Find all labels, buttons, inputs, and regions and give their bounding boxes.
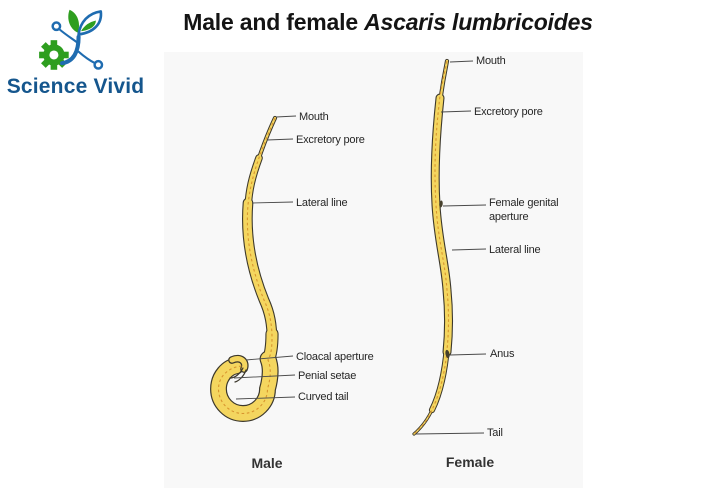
female-label-lines xyxy=(415,60,487,435)
female-genital-aperture-mark xyxy=(439,200,443,208)
female-tail-label: Tail xyxy=(487,427,503,439)
female-worm-figure xyxy=(412,58,453,436)
science-vivid-logo: Science Vivid xyxy=(0,0,150,105)
female-genital-aperture-label-line1: Female genital xyxy=(489,197,558,209)
gear-icon xyxy=(39,40,69,70)
male-caption: Male xyxy=(251,455,282,471)
female-labels: Mouth Excretory pore Female genital aper… xyxy=(474,55,559,439)
male-label-lines xyxy=(233,115,297,400)
leaf-icon xyxy=(68,9,103,36)
male-labels: Mouth Excretory pore Lateral line Cloaca… xyxy=(296,111,374,403)
female-lateral-line-label: Lateral line xyxy=(489,244,540,256)
plant-gear-logo-icon xyxy=(39,9,104,70)
female-genital-aperture-label-line2: aperture xyxy=(489,211,528,223)
male-lateral-line-label: Lateral line xyxy=(296,197,347,209)
female-anus-mark xyxy=(445,349,450,359)
page-title: Male and female Ascaris lumbricoides xyxy=(72,9,704,36)
male-cloacal-aperture-label: Cloacal aperture xyxy=(296,351,374,363)
male-excretory-pore-label: Excretory pore xyxy=(296,134,365,146)
diagram-panel: Mouth Excretory pore Lateral line Cloaca… xyxy=(164,52,583,488)
ascaris-diagram: Mouth Excretory pore Lateral line Cloaca… xyxy=(210,55,559,471)
title-prefix: Male and female xyxy=(183,9,365,35)
male-worm-figure xyxy=(210,115,279,422)
logo-wordmark: Science Vivid xyxy=(6,75,145,98)
male-mouth-label: Mouth xyxy=(299,111,329,123)
branch-icon xyxy=(51,21,104,70)
female-lateral-dashed-line xyxy=(413,60,450,435)
female-excretory-pore-label: Excretory pore xyxy=(474,106,543,118)
female-anus-label: Anus xyxy=(490,348,515,360)
title-species-italic: Ascaris lumbricoides xyxy=(364,9,593,35)
male-curved-tail-label: Curved tail xyxy=(298,391,348,403)
female-caption: Female xyxy=(446,454,494,470)
male-penial-setae-label: Penial setae xyxy=(298,370,356,382)
female-mouth-label: Mouth xyxy=(476,55,506,67)
